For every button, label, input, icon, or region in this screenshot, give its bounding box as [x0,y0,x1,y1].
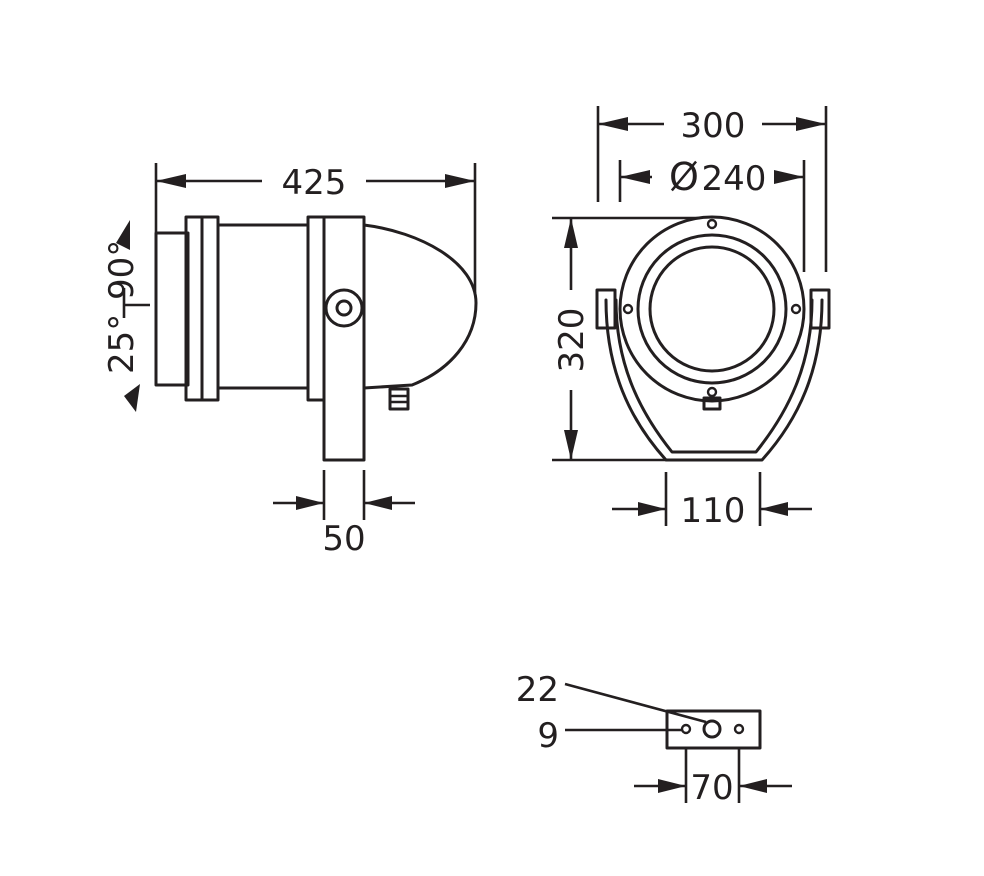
side-hole-left [680,723,692,735]
hole-spacing-arrow-left-icon [658,779,686,793]
mounting-plate-view: 22 9 70 [516,670,792,808]
side-view: 90° 25° 425 50 [102,163,478,559]
front-view: 300 Ø 240 320 110 [552,106,831,531]
diameter-arrow-left-icon [620,170,650,184]
height-arrow-top-icon [564,218,578,248]
pivot-outer [324,288,364,328]
lamp-rear-dome [362,223,478,390]
diameter-label: 240 [702,159,767,199]
height-label: 320 [552,308,592,373]
base-arrow-right-icon [760,502,788,516]
center-hole-leader [564,682,707,724]
lamp-bezel [636,233,788,385]
bracket-arm [322,215,366,462]
lamp-lens [648,245,776,373]
tilt-up-arrow-icon [116,220,130,250]
cable-gland [388,387,410,411]
pivot-inner [335,299,353,317]
yoke-tab-left [595,288,617,330]
lamp-front-cap [154,231,190,387]
lamp-rear-ring [306,215,326,402]
bracket-width-label: 50 [322,519,365,559]
screw-left-icon [622,303,634,315]
bottom-clip [702,396,722,411]
screw-bottom-icon [706,386,718,398]
lamp-outer-ring [618,215,806,403]
side-hole-right [733,723,745,735]
tilt-up-label: 90° [102,240,142,300]
tilt-down-arrow-icon [124,384,140,412]
yoke-tab-right [809,288,831,330]
width-arrow-left-icon [598,117,628,131]
tilt-down-label: 25° [102,314,142,374]
height-arrow-bottom-icon [564,430,578,460]
length-label: 425 [282,163,347,203]
diameter-arrow-right-icon [774,170,804,184]
yoke-bracket [604,298,824,462]
side-hole-label: 9 [537,716,559,756]
hole-spacing-label: 70 [690,768,733,808]
width-arrow-right-icon [796,117,826,131]
diameter-symbol: Ø [669,155,699,199]
screw-right-icon [790,303,802,315]
length-arrow-left-icon [156,174,186,188]
hole-spacing-arrow-right-icon [739,779,767,793]
bracket-width-arrow-left-icon [296,496,324,510]
yoke-width-label: 300 [681,106,746,146]
bracket-width-arrow-right-icon [364,496,392,510]
length-arrow-right-icon [445,174,475,188]
base-width-label: 110 [681,491,746,531]
center-hole [702,719,722,739]
base-arrow-left-icon [638,502,666,516]
lamp-front-ring-2 [200,215,220,402]
screw-top-icon [706,218,718,230]
center-hole-label: 22 [516,670,559,710]
